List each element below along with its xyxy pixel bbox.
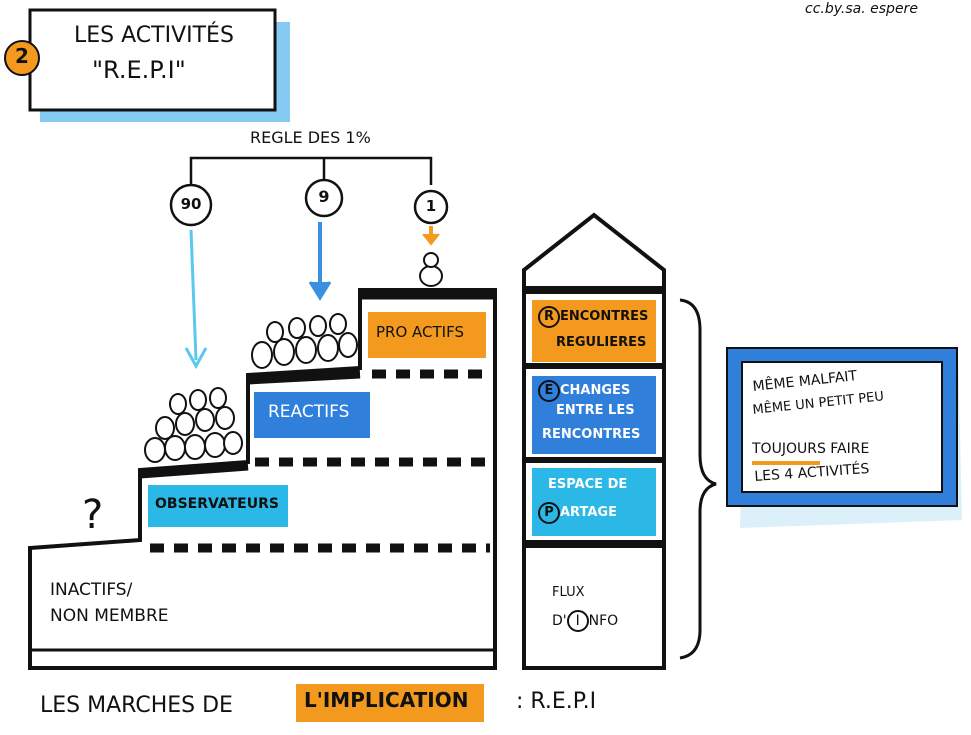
step-edge-2 bbox=[139, 461, 249, 479]
tower-p-text2: ARTAGE bbox=[560, 505, 617, 520]
proactive-label: PRO ACTIFS bbox=[376, 323, 464, 341]
title-line2: "R.E.P.I" bbox=[92, 56, 186, 84]
staircase-outline bbox=[28, 288, 497, 670]
tower-i-text2: NFO bbox=[588, 613, 619, 629]
reactive-band bbox=[254, 392, 370, 438]
circle-90 bbox=[169, 183, 213, 227]
rule-label: REGLE DES 1% bbox=[250, 128, 371, 147]
tower-p-letter: P bbox=[538, 502, 560, 524]
license-note: cc.by.sa. espere bbox=[805, 1, 918, 17]
tower-i-prefix: D' bbox=[552, 613, 567, 629]
reactive-crowd bbox=[251, 313, 358, 369]
title-line1: LES ACTIVITÉS bbox=[74, 23, 234, 48]
note-line3: TOUJOURS FAIRE bbox=[752, 442, 869, 457]
observers-band bbox=[148, 485, 288, 527]
tower-r-text1: ENCONTRES bbox=[560, 309, 649, 324]
note-faire: FAIRE bbox=[830, 441, 870, 457]
tower-e-line3: RENCONTRES bbox=[542, 427, 641, 442]
arrow-9 bbox=[308, 222, 332, 301]
tower-r-line2: REGULIERES bbox=[556, 335, 647, 350]
section-number-badge bbox=[4, 40, 40, 76]
circle-90-label: 90 bbox=[180, 195, 202, 213]
tower-e-line2: ENTRE LES bbox=[556, 403, 635, 418]
question-mark: ? bbox=[82, 492, 104, 538]
circle-9-label: 9 bbox=[318, 187, 330, 206]
circle-1-label: 1 bbox=[425, 197, 437, 215]
step-edge-3 bbox=[247, 369, 361, 385]
arrow-90 bbox=[184, 229, 208, 370]
note-toujours: TOUJOURS bbox=[752, 441, 826, 457]
arrow-1 bbox=[422, 226, 440, 246]
observer-crowd bbox=[144, 387, 243, 463]
reactive-label: REACTIFS bbox=[268, 402, 350, 422]
circle-1 bbox=[413, 189, 449, 225]
inactive-label: INACTIFS/ NON MEMBRE bbox=[50, 580, 169, 626]
tower-p-line1: ESPACE DE bbox=[548, 477, 628, 492]
tower-i-line1: FLUX bbox=[552, 585, 585, 600]
footer-suffix: : R.E.P.I bbox=[516, 689, 597, 714]
tower-r-letter: R bbox=[538, 306, 560, 328]
rule-bracket bbox=[189, 156, 433, 185]
brace bbox=[679, 298, 717, 660]
title-box bbox=[28, 8, 277, 112]
note-frame bbox=[726, 347, 962, 528]
tower-e-letter: E bbox=[538, 380, 560, 402]
proactive-band bbox=[368, 312, 486, 358]
footer-highlight-text: L'IMPLICATION bbox=[304, 688, 469, 712]
section-number: 2 bbox=[15, 44, 29, 68]
footer-highlight bbox=[296, 684, 484, 722]
tower-e-text1: CHANGES bbox=[560, 383, 631, 398]
tower-i-letter: I bbox=[566, 610, 589, 632]
footer-prefix: LES MARCHES DE bbox=[40, 693, 233, 718]
proactive-figure bbox=[419, 252, 443, 287]
circle-9 bbox=[304, 178, 344, 218]
observers-label: OBSERVATEURS bbox=[155, 496, 279, 512]
